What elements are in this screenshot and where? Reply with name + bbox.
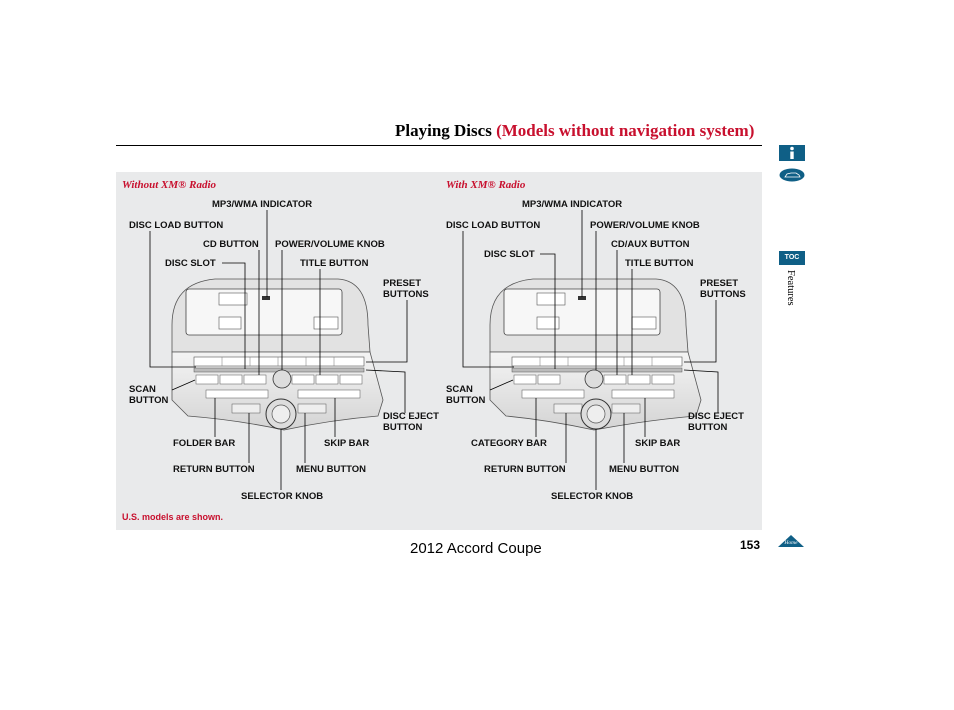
left-caption: Without XM® Radio: [122, 179, 217, 191]
right-power-knob: [584, 369, 604, 389]
left-label-disc-slot: DISC SLOT: [165, 258, 216, 269]
right-label-disc-load: DISC LOAD BUTTON: [446, 220, 541, 231]
car-icon: [779, 168, 805, 182]
header-rule: [116, 145, 762, 146]
right-label-eject-2: BUTTON: [688, 422, 728, 433]
home-button[interactable]: Home: [777, 534, 805, 548]
toc-button[interactable]: TOC: [779, 251, 805, 265]
left-label-title: TITLE BUTTON: [300, 258, 369, 269]
left-label-eject-2: BUTTON: [383, 422, 423, 433]
car-index-button[interactable]: [779, 168, 805, 182]
right-label-return: RETURN BUTTON: [484, 464, 566, 475]
home-icon: [778, 535, 804, 547]
left-power-knob: [272, 369, 292, 389]
left-label-skip: SKIP BAR: [324, 438, 370, 449]
right-radio-unit: [489, 278, 702, 431]
left-skip-bar: [297, 389, 361, 399]
right-category-bar: [521, 389, 585, 399]
right-label-scan-1: SCAN: [446, 384, 473, 395]
left-folder-bar: [205, 389, 269, 399]
footer-model: 2012 Accord Coupe: [410, 540, 542, 557]
right-label-preset-2: BUTTONS: [700, 289, 746, 300]
page-number: 153: [740, 538, 761, 552]
info-icon: [790, 146, 794, 159]
right-leader-lines: [462, 210, 719, 490]
left-mp3-icon: [262, 296, 270, 300]
right-label-selector: SELECTOR KNOB: [551, 491, 634, 502]
left-label-eject-1: DISC EJECT: [383, 411, 439, 422]
right-label-skip: SKIP BAR: [635, 438, 681, 449]
right-label-category: CATEGORY BAR: [471, 438, 547, 449]
left-label-folder: FOLDER BAR: [173, 438, 236, 449]
left-label-preset-2: BUTTONS: [383, 289, 429, 300]
right-label-mp3: MP3/WMA INDICATOR: [522, 199, 623, 210]
left-label-menu: MENU BUTTON: [296, 464, 367, 475]
left-leader-lines: [149, 210, 408, 490]
left-label-scan: SCAN BUTTON: [129, 384, 168, 406]
title-suffix: (Models without navigation system): [496, 121, 755, 140]
right-label-disc-slot: DISC SLOT: [484, 249, 535, 260]
right-preset-row: [511, 356, 683, 367]
left-label-selector: SELECTOR KNOB: [241, 491, 324, 502]
left-label-preset: PRESET BUTTONS: [383, 278, 429, 300]
right-label-eject: DISC EJECT BUTTON: [688, 411, 744, 433]
left-label-cd-button: CD BUTTON: [203, 239, 259, 250]
left-label-mp3: MP3/WMA INDICATOR: [212, 199, 313, 210]
page-title: Playing Discs (Models without navigation…: [395, 121, 754, 141]
right-label-title: TITLE BUTTON: [625, 258, 694, 269]
right-label-preset: PRESET BUTTONS: [700, 278, 746, 300]
left-label-power: POWER/VOLUME KNOB: [275, 239, 385, 250]
left-radio-unit: [171, 278, 384, 431]
left-label-eject: DISC EJECT BUTTON: [383, 411, 439, 433]
left-label-scan-2: BUTTON: [129, 395, 169, 406]
left-label-return: RETURN BUTTON: [173, 464, 255, 475]
right-label-scan: SCAN BUTTON: [446, 384, 485, 406]
left-label-disc-load: DISC LOAD BUTTON: [129, 220, 224, 231]
section-label-features: Features: [785, 270, 796, 306]
models-note: U.S. models are shown.: [122, 512, 224, 522]
right-label-cd-aux: CD/AUX BUTTON: [611, 239, 690, 250]
left-label-scan-1: SCAN: [129, 384, 156, 395]
right-label-preset-1: PRESET: [700, 278, 739, 289]
left-label-preset-1: PRESET: [383, 278, 422, 289]
right-label-menu: MENU BUTTON: [609, 464, 680, 475]
left-preset-row: [193, 356, 365, 367]
home-label: Home: [784, 540, 798, 546]
right-label-eject-1: DISC EJECT: [688, 411, 744, 422]
title-main: Playing Discs: [395, 121, 492, 140]
right-caption: With XM® Radio: [446, 179, 526, 191]
right-mp3-icon: [578, 296, 586, 300]
right-skip-bar: [611, 389, 675, 399]
right-label-scan-2: BUTTON: [446, 395, 486, 406]
info-button[interactable]: [779, 145, 805, 161]
right-label-power: POWER/VOLUME KNOB: [590, 220, 700, 231]
